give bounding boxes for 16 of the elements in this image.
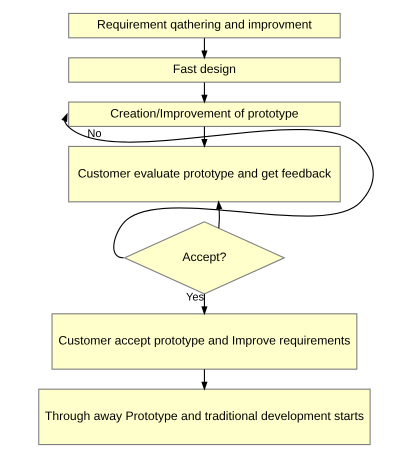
arrow (60, 112, 374, 258)
arrow (216, 200, 222, 228)
node-box: Through away Prototype and traditional development starts (38, 388, 370, 445)
node-box: Fast design (68, 56, 340, 82)
arrow (200, 368, 208, 390)
node-diamond: Accept? (122, 220, 286, 294)
node-box: Customer evaluate prototype and get feedback (68, 145, 340, 202)
arrow (200, 293, 208, 315)
node-box: Customer accept prototype and Improve requirements (50, 312, 357, 370)
edge-label: No (86, 127, 102, 140)
arrow (200, 126, 208, 148)
arrow (200, 38, 208, 59)
node-box: Creation/Improvement of prototype (68, 101, 340, 127)
edge-label: Yes (185, 291, 204, 304)
node-box: Requirement qathering and improvment (68, 12, 340, 38)
arrow (200, 82, 208, 104)
